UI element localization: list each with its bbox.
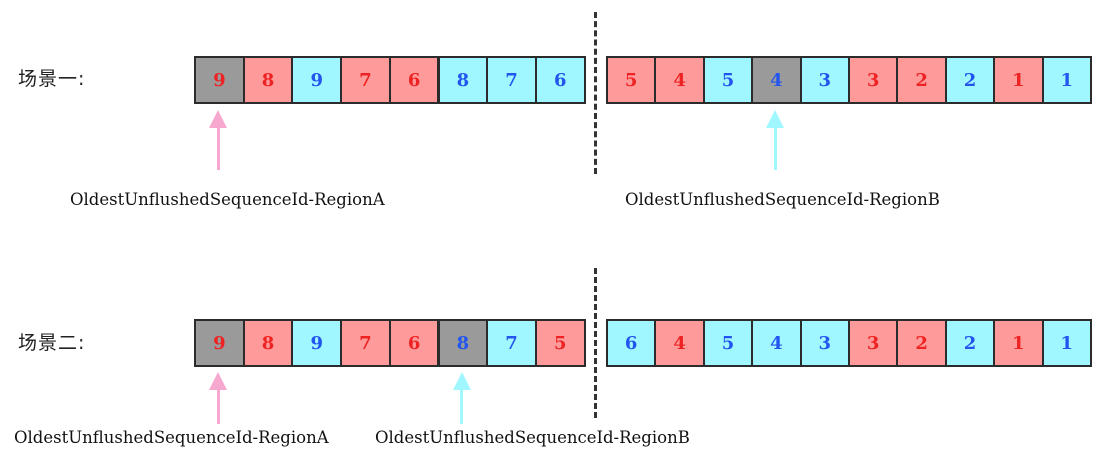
file-divider-one (594, 12, 597, 174)
region-b-pointer-caption: OldestUnflushedSequenceId-RegionB (375, 428, 690, 447)
log-entry-cell: 5 (702, 56, 754, 104)
log-entry-cell: 3 (848, 56, 899, 104)
region-b-pointer-shaft (460, 389, 464, 424)
log-entry-cell: 4 (654, 319, 705, 367)
log-entry-cell: 2 (944, 56, 996, 104)
log-entry-cell: 8 (242, 319, 294, 367)
region-a-pointer-caption: OldestUnflushedSequenceId-RegionA (14, 428, 329, 447)
region-a-pointer-caption: OldestUnflushedSequenceId-RegionA (70, 190, 385, 209)
region-b-pointer-arrowhead (452, 372, 471, 390)
region-b-pointer-arrowhead (766, 110, 785, 128)
log-entry-cell: 9 (194, 319, 245, 367)
region-a-pointer-shaft (216, 127, 220, 170)
log-entry-cell: 5 (702, 319, 754, 367)
region-b-pointer-shaft (773, 127, 777, 170)
log-entry-cell: 3 (848, 319, 899, 367)
log-entry-cell: 8 (242, 56, 294, 104)
region-a-pointer-arrowhead (209, 372, 228, 390)
log-entry-cell: 9 (291, 319, 343, 367)
log-entry-cell: 2 (944, 319, 996, 367)
log-entry-cell: 4 (751, 56, 802, 104)
log-entry-cell: 6 (388, 319, 440, 367)
log-entry-cell: 1 (1041, 319, 1092, 367)
log-entry-cell: 2 (896, 319, 947, 367)
log-entry-cell: 7 (486, 319, 537, 367)
log-entry-cell: 3 (799, 56, 850, 104)
region-b-pointer-caption: OldestUnflushedSequenceId-RegionB (625, 190, 940, 209)
region-a-pointer-arrowhead (209, 110, 228, 128)
log-entry-cell: 8 (437, 319, 489, 367)
log-entry-cell: 2 (896, 56, 947, 104)
log-entry-cell: 7 (340, 56, 391, 104)
log-entry-cell: 3 (799, 319, 850, 367)
log-entry-cell: 5 (606, 56, 657, 104)
log-entry-cell: 7 (340, 319, 391, 367)
log-entry-cell: 1 (993, 56, 1044, 104)
log-entry-cell: 6 (388, 56, 440, 104)
log-entry-cell: 7 (486, 56, 537, 104)
log-entry-cell: 6 (606, 319, 657, 367)
log-entry-cell: 1 (1041, 56, 1092, 104)
file-divider-two (594, 268, 597, 418)
log-entry-cell: 8 (437, 56, 489, 104)
region-a-pointer-shaft (216, 389, 220, 424)
log-entry-cell: 4 (654, 56, 705, 104)
scene-one-label: 场景一: (18, 68, 86, 90)
scene-two-label: 场景二: (18, 332, 86, 354)
log-entry-cell: 9 (194, 56, 245, 104)
log-entry-cell: 9 (291, 56, 343, 104)
log-entry-cell: 6 (534, 56, 586, 104)
log-entry-cell: 5 (534, 319, 586, 367)
log-entry-cell: 1 (993, 319, 1044, 367)
log-entry-cell: 4 (751, 319, 802, 367)
